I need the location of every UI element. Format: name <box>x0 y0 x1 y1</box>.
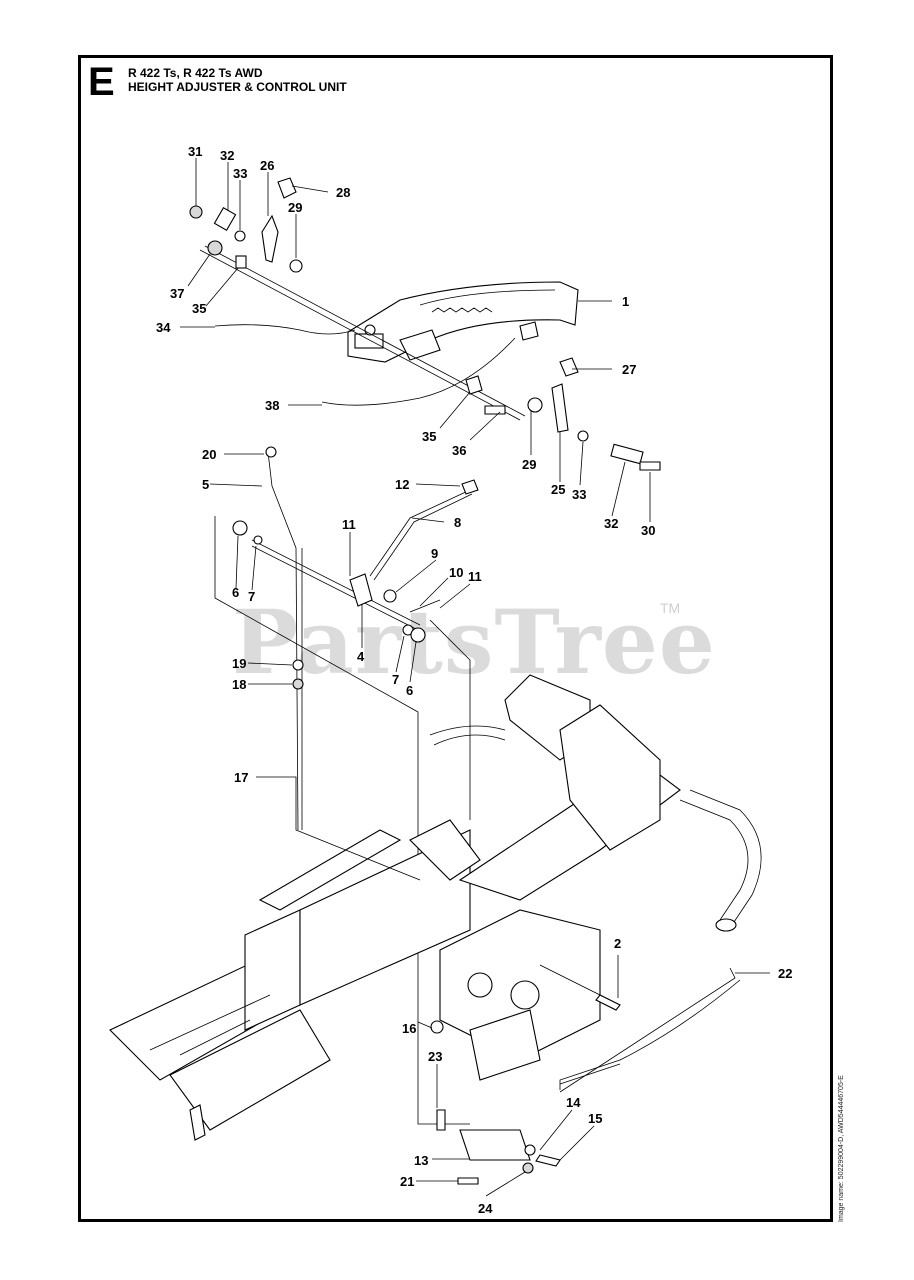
callout-label: 9 <box>431 546 438 561</box>
callout-label: 19 <box>232 656 246 671</box>
callout-label: 6 <box>232 585 239 600</box>
callout-label: 12 <box>395 477 409 492</box>
callout-label: 14 <box>566 1095 581 1110</box>
control-panel-cover <box>347 281 579 363</box>
callout-label: 32 <box>604 516 618 531</box>
callout-label: 7 <box>248 589 255 604</box>
model-line: R 422 Ts, R 422 Ts AWD <box>128 66 263 80</box>
callout-label: 18 <box>232 677 246 692</box>
callout-label: 35 <box>422 429 436 444</box>
callout-label: 26 <box>260 158 274 173</box>
callout-label: 23 <box>428 1049 442 1064</box>
callout-label: 7 <box>392 672 399 687</box>
small-hardware-upper <box>189 177 661 471</box>
threaded-rod-17 <box>265 446 304 831</box>
cable-38 <box>321 337 516 406</box>
callout-label: 20 <box>202 447 216 462</box>
callout-label: 11 <box>342 517 356 532</box>
leader-lines <box>180 158 770 1197</box>
callout-label: 4 <box>357 649 365 664</box>
callout-label: 32 <box>220 148 234 163</box>
callout-label: 22 <box>778 966 792 981</box>
drawing-frame <box>78 55 833 1222</box>
callout-label: 1 <box>622 294 629 309</box>
callout-label: 29 <box>288 200 302 215</box>
callout-label: 13 <box>414 1153 428 1168</box>
callout-label: 30 <box>641 523 655 538</box>
cable-34 <box>214 324 356 335</box>
callout-label: 31 <box>188 144 202 159</box>
callout-label: 21 <box>400 1174 414 1189</box>
callout-label: 33 <box>233 166 247 181</box>
callout-label: 17 <box>234 770 248 785</box>
callout-labels: 31 32 33 26 28 29 37 35 34 1 27 38 35 36… <box>156 144 792 1216</box>
image-name-caption: Image name: 502299004-D, AWD544446705-E <box>838 1075 845 1222</box>
callout-label: 15 <box>588 1111 602 1126</box>
section-letter: E <box>88 60 115 104</box>
callout-label: 36 <box>452 443 466 458</box>
callout-label: 35 <box>192 301 206 316</box>
title-block: R 422 Ts, R 422 Ts AWD HEIGHT ADJUSTER &… <box>128 66 347 94</box>
callout-label: 5 <box>202 477 209 492</box>
callout-label: 2 <box>614 936 621 951</box>
chassis-frame <box>109 674 762 1185</box>
callout-label: 28 <box>336 185 350 200</box>
callout-label: 6 <box>406 683 413 698</box>
callout-label: 24 <box>478 1201 493 1216</box>
callout-label: 11 <box>468 569 482 584</box>
callout-label: 29 <box>522 457 536 472</box>
callout-label: 34 <box>156 320 171 335</box>
callout-label: 10 <box>449 565 463 580</box>
watermark-tm: TM <box>660 600 681 616</box>
lever-shaft-assembly <box>214 479 479 1125</box>
callout-label: 16 <box>402 1021 416 1036</box>
callout-label: 37 <box>170 286 184 301</box>
diagram-title: HEIGHT ADJUSTER & CONTROL UNIT <box>128 80 347 94</box>
callout-label: 27 <box>622 362 636 377</box>
callout-label: 33 <box>572 487 586 502</box>
watermark: PartsTree <box>232 590 716 694</box>
callout-label: 25 <box>551 482 565 497</box>
callout-label: 38 <box>265 398 279 413</box>
callout-label: 8 <box>454 515 461 530</box>
